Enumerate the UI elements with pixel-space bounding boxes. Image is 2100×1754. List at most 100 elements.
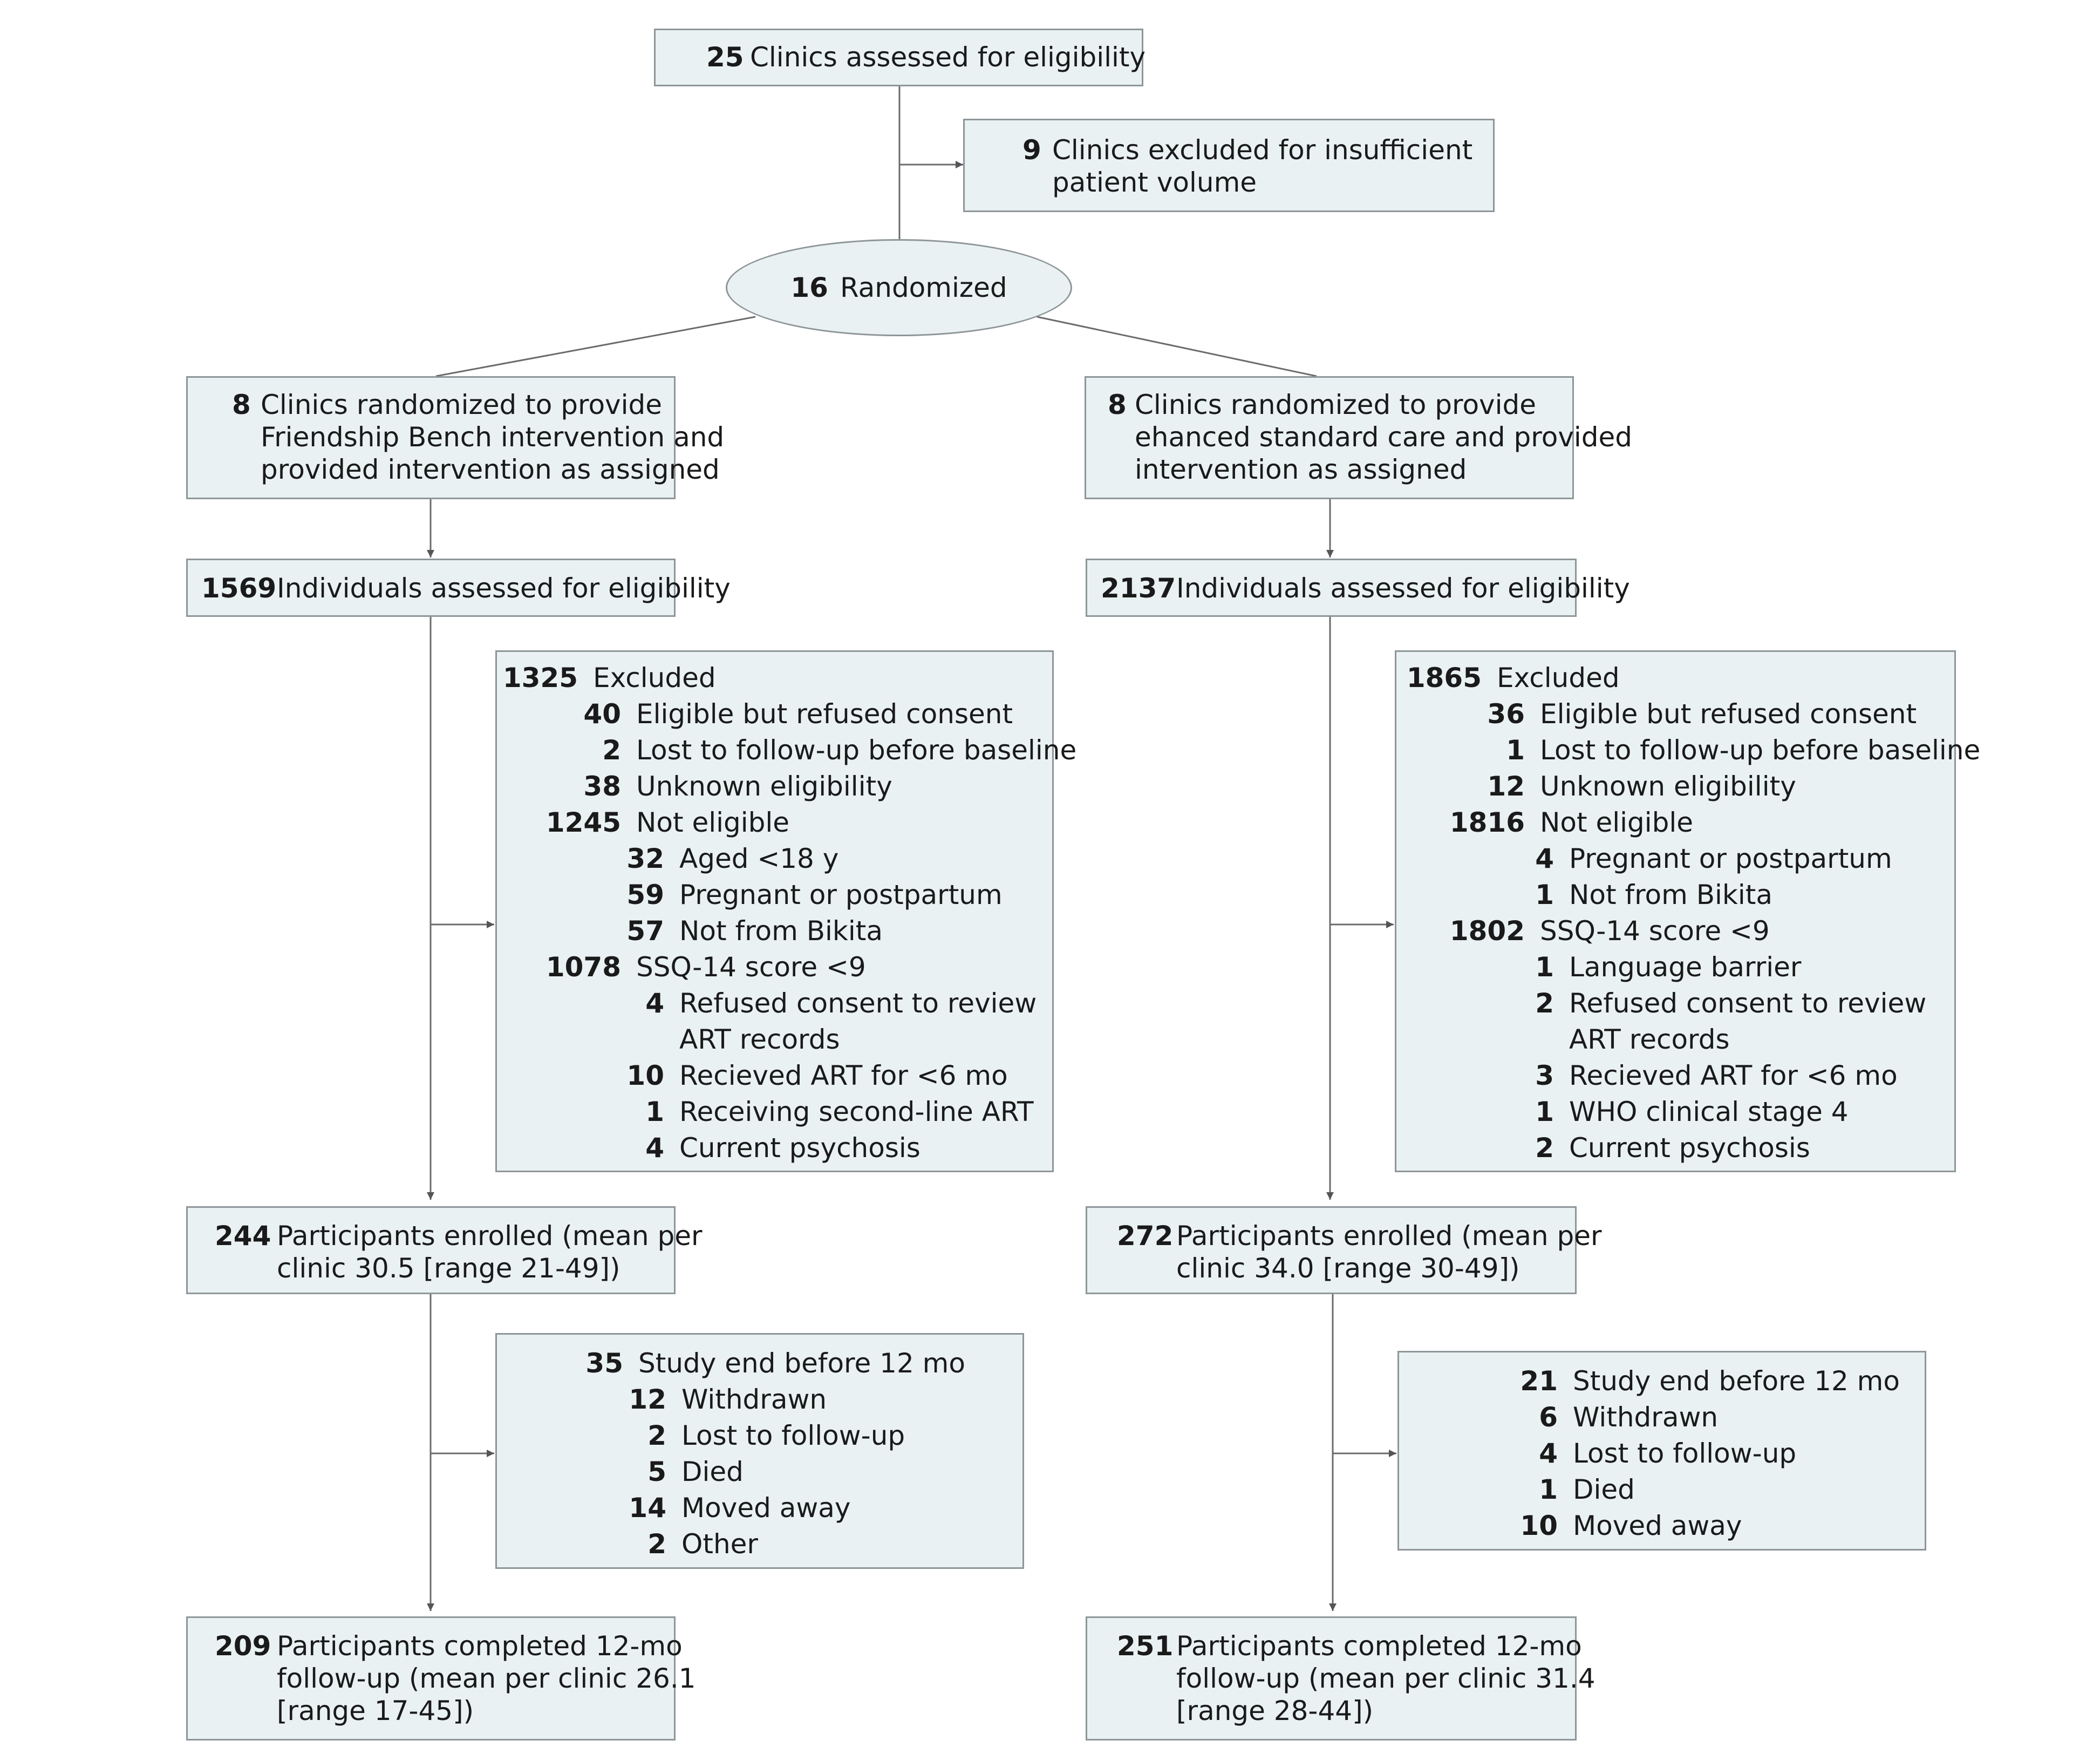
fb_exclusions-label: Pregnant or postpartum	[679, 879, 1003, 910]
sc-completed-label-line1: Participants completed 12-mo	[1176, 1630, 1582, 1662]
fb_exclusions-count: 1325	[502, 662, 578, 694]
sc-individuals-count: 2137	[1101, 573, 1176, 604]
sc_followup-count: 21	[1520, 1365, 1558, 1397]
sc_followup-label: Withdrawn	[1573, 1402, 1719, 1433]
fb_followup-count: 35	[585, 1348, 623, 1379]
connector-randomized-to-fb	[435, 316, 756, 377]
sc_exclusions-count: 1	[1506, 735, 1525, 766]
fb_followup-label: Study end before 12 mo	[638, 1348, 965, 1379]
fb_followup-label: Moved away	[681, 1492, 851, 1524]
fb-completed-label-line3: [range 17-45])	[277, 1695, 474, 1726]
fb_exclusions-label: Refused consent to review	[679, 988, 1037, 1019]
clinics-excluded-box: 9 Clinics excluded for insufficient pati…	[963, 119, 1495, 212]
sc-individuals-box: 2137 Individuals assessed for eligibilit…	[1086, 559, 1630, 617]
fb-enrolled-count: 244	[215, 1220, 271, 1252]
fb-individuals-count: 1569	[201, 573, 277, 604]
fb_exclusions-count: 1245	[546, 807, 621, 838]
fb-completed-count: 209	[215, 1630, 271, 1662]
fb_exclusions-count: 4	[645, 1132, 664, 1164]
fb-enrolled-label-line2: clinic 30.5 [range 21-49])	[277, 1253, 621, 1284]
fb-individuals-box: 1569 Individuals assessed for eligibilit…	[186, 559, 731, 617]
fb_exclusions-label: ART records	[679, 1024, 840, 1055]
clinics-excluded-count: 9	[1022, 134, 1041, 166]
fb_exclusions-count: 4	[645, 988, 664, 1019]
sc_exclusions-label: Recieved ART for <6 mo	[1569, 1060, 1898, 1091]
connector-randomized-to-sc	[1037, 316, 1317, 377]
sc_exclusions-label: SSQ-14 score <9	[1540, 915, 1770, 947]
fb_exclusions-count: 1078	[546, 951, 621, 983]
sc-completed-label-line3: [range 28-44])	[1176, 1695, 1374, 1726]
sc_exclusions-label: Lost to follow-up before baseline	[1540, 735, 1981, 766]
sc_exclusions-count: 1	[1535, 951, 1554, 983]
fb-enrolled-box: 244 Participants enrolled (mean per clin…	[186, 1206, 703, 1294]
fb-arm-box: 8 Clinics randomized to provide Friendsh…	[186, 376, 724, 499]
fb_followup-count: 2	[647, 1420, 666, 1451]
fb_exclusions-label: Excluded	[593, 662, 716, 694]
sc-individuals-label: Individuals assessed for eligibility	[1176, 573, 1630, 604]
sc_exclusions-count: 1	[1535, 879, 1554, 910]
sc_exclusions-label: Not eligible	[1540, 807, 1694, 838]
sc_exclusions-label: Unknown eligibility	[1540, 771, 1796, 802]
fb_exclusions-label: Aged <18 y	[679, 843, 839, 874]
fb_exclusions-label: Lost to follow-up before baseline	[636, 735, 1077, 766]
fb_exclusions-label: Unknown eligibility	[636, 771, 892, 802]
fb-completed-label-line1: Participants completed 12-mo	[277, 1630, 683, 1662]
fb_exclusions-count: 40	[583, 698, 621, 730]
fb-completed-label-line2: follow-up (mean per clinic 26.1	[277, 1663, 696, 1694]
fb_exclusions-count: 10	[626, 1060, 664, 1091]
sc-arm-count: 8	[1108, 389, 1127, 420]
sc-completed-label-line2: follow-up (mean per clinic 31.4	[1176, 1663, 1596, 1694]
fb-arm-label-line2: Friendship Bench intervention and	[261, 421, 725, 453]
sc_exclusions-count: 12	[1487, 771, 1525, 802]
sc-enrolled-box: 272 Participants enrolled (mean per clin…	[1086, 1206, 1602, 1294]
clinics-assessed-box: 25 Clinics assessed for eligibility	[654, 29, 1146, 86]
fb_followup-count: 2	[647, 1528, 666, 1560]
clinics-excluded-label-line2: patient volume	[1052, 167, 1257, 198]
sc_followup-count: 6	[1539, 1402, 1558, 1433]
sc-enrolled-count: 272	[1117, 1220, 1174, 1252]
sc_exclusions-count: 4	[1535, 843, 1554, 874]
fb_followup-label: Other	[681, 1528, 758, 1560]
sc-arm-box: 8 Clinics randomized to provide ehanced …	[1085, 376, 1632, 499]
fb-completed-box: 209 Participants completed 12-mo follow-…	[186, 1616, 696, 1741]
sc_followup-label: Lost to follow-up	[1573, 1438, 1797, 1469]
randomized-label: Randomized	[840, 272, 1007, 303]
fb_exclusions-count: 57	[626, 915, 664, 947]
sc_exclusions-label: ART records	[1569, 1024, 1730, 1055]
fb_exclusions-label: SSQ-14 score <9	[636, 951, 866, 983]
sc_followup-label: Died	[1573, 1474, 1635, 1505]
sc_followup-count: 1	[1539, 1474, 1558, 1505]
sc_exclusions-count: 1802	[1449, 915, 1525, 947]
fb-enrolled-label-line1: Participants enrolled (mean per	[277, 1220, 703, 1252]
fb_exclusions-label: Current psychosis	[679, 1132, 921, 1164]
sc-completed-box: 251 Participants completed 12-mo follow-…	[1086, 1616, 1596, 1741]
fb-arm-count: 8	[232, 389, 251, 420]
fb_exclusions-count: 38	[583, 771, 621, 802]
sc_exclusions-count: 36	[1487, 698, 1525, 730]
fb_exclusions-label: Not from Bikita	[679, 915, 883, 947]
fb-arm-label-line1: Clinics randomized to provide	[261, 389, 663, 420]
sc_followup-count: 10	[1520, 1510, 1558, 1541]
fb_followup-label: Lost to follow-up	[681, 1420, 905, 1451]
sc-completed-count: 251	[1117, 1630, 1174, 1662]
fb_followup-label: Died	[681, 1456, 744, 1487]
fb_followup-count: 12	[629, 1384, 666, 1415]
fb-arm-label-line3: provided intervention as assigned	[261, 454, 720, 485]
sc_followup-count: 4	[1539, 1438, 1558, 1469]
sc_exclusions-count: 2	[1535, 988, 1554, 1019]
fb_exclusions-count: 32	[626, 843, 664, 874]
sc_exclusions-count: 1816	[1449, 807, 1525, 838]
sc-arm-label-line2: ehanced standard care and provided	[1135, 421, 1633, 453]
sc-enrolled-label-line1: Participants enrolled (mean per	[1176, 1220, 1602, 1252]
sc_exclusions-label: Excluded	[1497, 662, 1620, 694]
clinics-excluded-label-line1: Clinics excluded for insufficient	[1052, 134, 1473, 166]
fb_exclusions-label: Recieved ART for <6 mo	[679, 1060, 1008, 1091]
fb_exclusions-label: Receiving second-line ART	[679, 1096, 1034, 1127]
sc_exclusions-label: Pregnant or postpartum	[1569, 843, 1892, 874]
fb_exclusions-label: Not eligible	[636, 807, 790, 838]
